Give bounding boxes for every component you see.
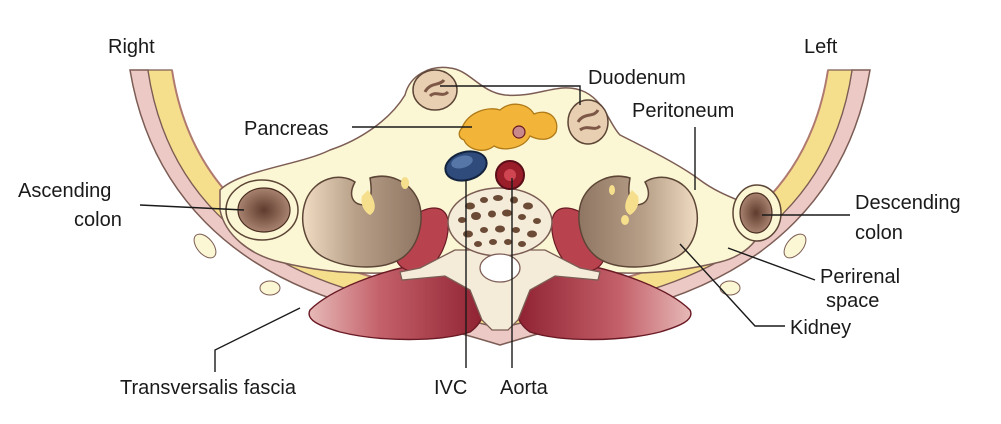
- aorta-lumen: [504, 169, 516, 181]
- leader-lines: [139, 85, 850, 372]
- label-pancreas: Pancreas: [244, 118, 329, 140]
- ivc-highlight: [451, 155, 473, 169]
- vertebral-processes: [399, 249, 601, 331]
- label-right: Right: [108, 36, 155, 58]
- label-kidney: Kidney: [790, 317, 851, 339]
- label-peritoneum: Peritoneum: [632, 100, 734, 122]
- label-aorta: Aorta: [500, 377, 549, 399]
- label-transversalis-fascia: Transversalis fascia: [120, 377, 297, 399]
- right-renal-hilum-fat: [361, 190, 375, 215]
- left-kidney: [578, 175, 698, 268]
- label-ascending-colon-2: colon: [74, 209, 122, 231]
- duodenum: [412, 69, 609, 145]
- kidneys: [302, 175, 698, 268]
- left-renal-hilum-fat: [625, 190, 639, 215]
- label-ivc: IVC: [434, 377, 467, 399]
- label-descending-colon-2: colon: [855, 222, 903, 244]
- label-left: Left: [804, 36, 838, 58]
- vertebra: [399, 187, 601, 331]
- pancreas: [458, 103, 558, 151]
- spinal-canal: [479, 253, 521, 283]
- label-duodenum: Duodenum: [588, 67, 686, 89]
- label-perirenal-2: space: [826, 290, 879, 312]
- label-descending-colon-1: Descending: [855, 192, 961, 214]
- label-perirenal-1: Perirenal: [820, 266, 900, 288]
- labels: Right Left Duodenum Peritoneum Pancreas …: [18, 36, 961, 399]
- duodenum-right-segment: [567, 99, 609, 145]
- label-ascending-colon-1: Ascending: [18, 180, 111, 202]
- pancreas-vessel: [512, 125, 526, 139]
- vertebral-trabeculae: [458, 195, 541, 247]
- descending-colon: [732, 184, 782, 242]
- ascending-colon: [225, 179, 299, 241]
- right-kidney: [302, 175, 422, 268]
- duodenum-left-segment: [412, 69, 458, 111]
